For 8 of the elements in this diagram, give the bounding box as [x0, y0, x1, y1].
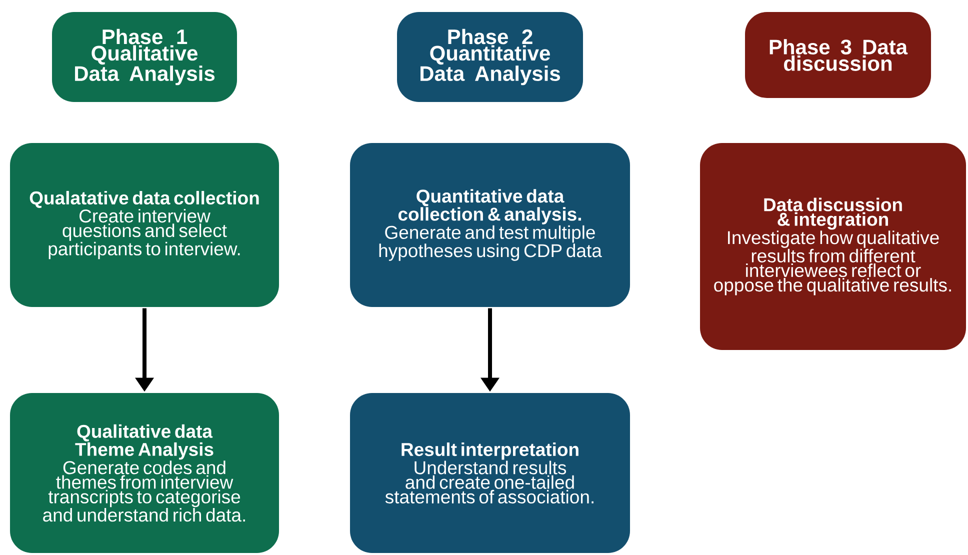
process-box: Qualitative data Theme Analysis Generate codes and themes from interview transcripts to categorise and understand rich data.: [10, 393, 279, 553]
process-box: Result interpretation Understand results and create one-tailed statements of association.: [350, 393, 630, 553]
phase-box: Phase 1 Qualitative Data Analysis: [52, 12, 237, 102]
process-box: Qualatative data collection Create interview questions and select participants to interview.: [10, 143, 279, 307]
phase-box: Phase 2 Quantitative Data Analysis: [397, 12, 583, 102]
process-box: Data discussion & integration Investigate how qualitative results from different interviewees reflect or oppose the qualitative results.: [700, 143, 966, 350]
process-box: Quantitative data collection & analysis. Generate and test multiple hypotheses using CDP data: [350, 143, 630, 307]
phase-box: Phase 3 Data discussion: [745, 12, 931, 98]
